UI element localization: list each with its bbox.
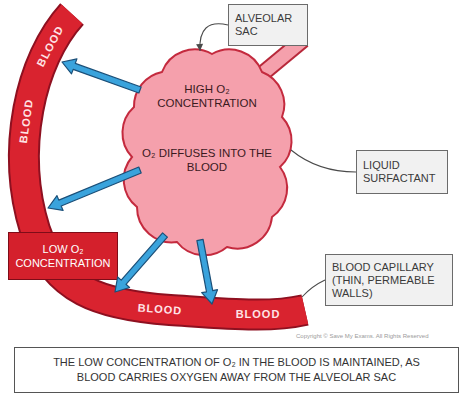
blood-label: BLOOD: [236, 308, 281, 320]
arrow-shape: [62, 59, 141, 93]
caption-box: THE LOW CONCENTRATION OF O₂ IN THE BLOOD…: [14, 347, 459, 393]
leader-line: [302, 280, 325, 297]
alveolar-sac: HIGH O₂ CONCENTRATION O₂ DIFFUSES INTO TH…: [122, 42, 292, 257]
box-text: LIQUID SURFACTANT: [363, 159, 441, 185]
leader-path: [302, 280, 325, 297]
leader-path: [291, 150, 356, 172]
sac-text: HIGH O₂ CONCENTRATION: [142, 82, 272, 110]
callout-box: BLOOD CAPILLARY (THIN, PERMEABLE WALLS): [325, 254, 453, 306]
arrow-shape: [48, 167, 141, 210]
diffusion-arrow: [48, 167, 141, 210]
box-text: BLOOD CAPILLARY (THIN, PERMEABLE WALLS): [332, 261, 446, 300]
leader-line: [291, 150, 356, 172]
diffusion-arrow: [115, 233, 167, 292]
caption-text: THE LOW CONCENTRATION OF O₂ IN THE BLOOD…: [33, 355, 440, 385]
sac-text: O₂ DIFFUSES INTO THE BLOOD: [142, 146, 272, 174]
diffusion-arrow: [197, 239, 218, 304]
blood-capillary: BLOODBLOODBLOODBLOOD: [0, 0, 320, 340]
leader-line: [196, 24, 228, 51]
box-text: ALVEOLAR SAC: [235, 12, 301, 38]
sac-shape: [122, 49, 291, 255]
diffusion-arrow: [62, 59, 141, 93]
box-text: LOW O₂ CONCENTRATION: [13, 242, 113, 270]
watermark: Copyright © Save My Exams. All Rights Re…: [296, 333, 428, 339]
arrow-shape: [115, 233, 167, 292]
concentration-box: LOW O₂ CONCENTRATION: [8, 232, 118, 280]
arrow-head: [196, 44, 203, 51]
callout-box: LIQUID SURFACTANT: [356, 150, 448, 194]
leader-path: [200, 24, 228, 51]
arrow-shape: [197, 239, 218, 304]
callout-box: ALVEOLAR SAC: [228, 4, 308, 46]
